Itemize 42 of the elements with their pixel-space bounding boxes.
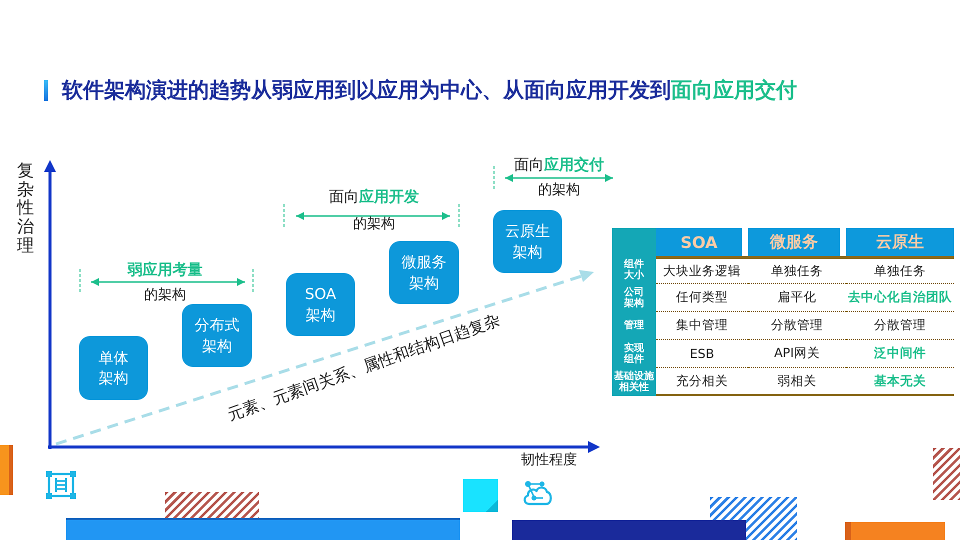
bracket-caption: 的架构	[353, 215, 395, 233]
axis-title: 复杂性治理	[17, 162, 34, 256]
box-label: 分布式架构	[194, 315, 240, 356]
bracket-title: 面向应用交付	[514, 156, 604, 174]
row-header: 实现组件	[612, 340, 656, 368]
architecture-box	[493, 210, 562, 273]
bracket-caption: 的架构	[144, 286, 186, 304]
table-cell: 扁平化	[748, 284, 846, 312]
architecture-box	[286, 273, 355, 336]
row-header: 组件大小	[612, 256, 656, 284]
bracket-caption: 的架构	[538, 181, 580, 199]
table-cell: 大块业务逻辑	[656, 256, 748, 284]
table-cell: 分散管理	[846, 312, 954, 340]
box-label: SOA架构	[304, 284, 338, 325]
table-cell: 去中心化自治团队	[846, 284, 954, 312]
bracket-title: 弱应用考量	[128, 260, 202, 280]
box-label: 微服务架构	[402, 252, 446, 293]
architecture-box	[182, 304, 252, 367]
table-cell: 集中管理	[656, 312, 748, 340]
architecture-box	[79, 336, 148, 400]
table-cell: 基本无关	[846, 368, 954, 396]
box-label: 单体架构	[98, 348, 128, 388]
architecture-box	[389, 241, 459, 304]
table-cell: 单独任务	[846, 256, 954, 284]
axis-title: 韧性程度	[521, 451, 577, 469]
slide-title: 软件架构演进的趋势从弱应用到以应用为中心、从面向应用开发到面向应用交付	[62, 77, 797, 104]
column-header: SOA	[656, 228, 742, 256]
column-header: 云原生	[846, 228, 954, 256]
table-cell: API网关	[748, 340, 846, 368]
box-label: 云原生架构	[505, 221, 550, 262]
row-header: 管理	[612, 312, 656, 340]
row-header: 公司架构	[612, 284, 656, 312]
column-header: 微服务	[748, 228, 840, 256]
table-cell: 弱相关	[748, 368, 846, 396]
table-cell: 分散管理	[748, 312, 846, 340]
table-cell: 泛中间件	[846, 340, 954, 368]
table-cell: 充分相关	[656, 368, 748, 396]
bracket-title: 面向应用开发	[329, 188, 419, 206]
table-cell: 任何类型	[656, 284, 748, 312]
table-cell: ESB	[656, 340, 748, 368]
row-header: 基础设施相关性	[612, 368, 656, 396]
table-cell: 单独任务	[748, 256, 846, 284]
